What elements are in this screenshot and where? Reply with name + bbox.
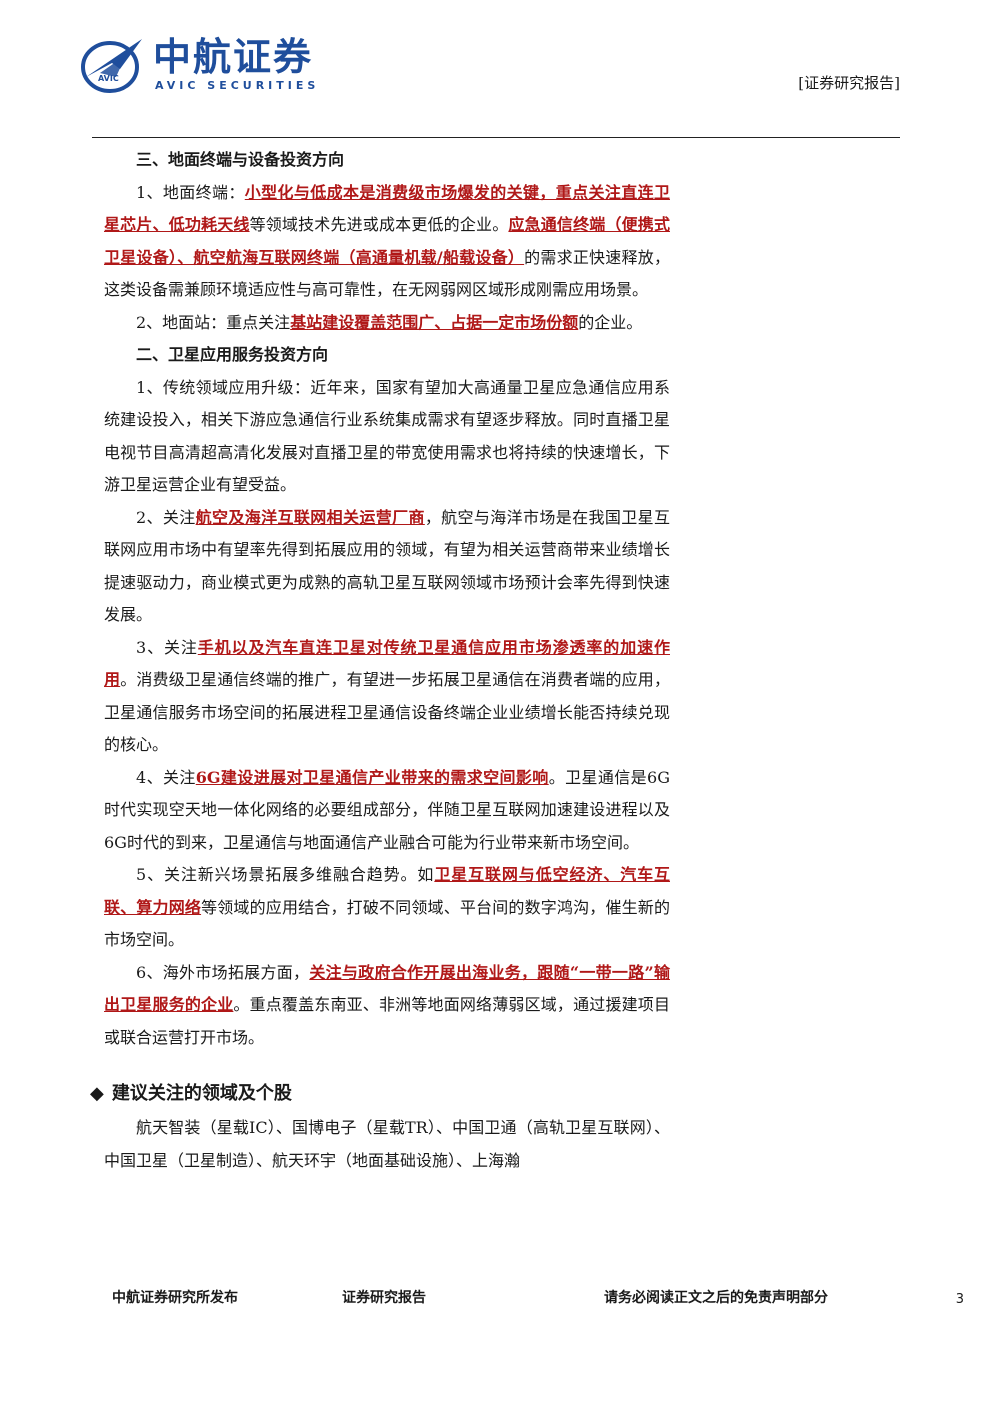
spacer	[104, 1054, 670, 1078]
text-run: 等领域技术先进或成本更低的企业。	[249, 215, 509, 234]
logo-english-text: AVIC SECURITIES	[155, 79, 320, 92]
highlighted-text: 应急通信终端（便携式卫星设备）、航空航海互联网终端（高通量机载/船载设备）	[104, 215, 670, 267]
highlighted-text: 航空及海洋互联网相关运营厂商	[195, 507, 425, 527]
paragraph-direct-to-device: 3、关注手机以及汽车直连卫星对传统卫星通信应用市场渗透率的加速作用。消费级卫星通…	[104, 632, 670, 762]
paragraph-traditional-upgrade: 1、传统领域应用升级：近年来，国家有望加大高通量卫星应急通信应用系统建设投入，相…	[104, 372, 670, 502]
paragraph-ground-terminal: 1、地面终端：小型化与低成本是消费级市场爆发的关键，重点关注直连卫星芯片、低功耗…	[104, 177, 670, 307]
text-run: 。卫星通信是6G时代实现空天地一体化网络的必要组成部分，伴随卫星互联网加速建设进…	[104, 767, 670, 852]
text-run: 4、关注	[136, 767, 196, 787]
highlighted-text: 基站建设覆盖范围广、占据一定市场份额	[290, 312, 579, 332]
paragraph-stock-list: 航天智装（星载IC）、国博电子（星载TR）、中国卫通（高轨卫星互联网）、中国卫星…	[104, 1112, 670, 1177]
text-run: 等领域的应用结合，打破不同领域、平台间的数字鸿沟，催生新的市场空间。	[104, 897, 670, 950]
heading-satellite-services: 二、卫星应用服务投资方向	[136, 345, 329, 364]
highlighted-text: 卫星互联网与低空经济、汽车互联、算力网络	[104, 865, 670, 917]
text-run: 6、海外市场拓展方面，	[136, 962, 310, 982]
heading-ground-terminals: 三、地面终端与设备投资方向	[136, 150, 345, 169]
text-run: 2、关注	[136, 507, 196, 527]
page-number: 3	[955, 1292, 964, 1307]
logo-badge: AVIC	[98, 74, 119, 83]
diamond-bullet-icon: ◆	[90, 1083, 104, 1104]
text-run: 3、关注	[136, 637, 198, 657]
header-divider	[92, 137, 900, 138]
paragraph-new-scenarios: 5、关注新兴场景拓展多维融合趋势。如卫星互联网与低空经济、汽车互联、算力网络等领…	[104, 859, 670, 957]
highlighted-text: 小型化与低成本是消费级市场爆发的关键，重点关注直连卫星芯片、低功耗天线	[104, 182, 670, 235]
section-title-text: 建议关注的领域及个股	[111, 1083, 292, 1104]
paragraph-aviation-maritime: 2、关注航空及海洋互联网相关运营厂商，航空与海洋市场是在我国卫星互联网应用市场中…	[104, 502, 670, 632]
highlighted-text: 6G建设进展对卫星通信产业带来的需求空间影响	[195, 767, 549, 787]
avic-plane-logo-icon: AVIC	[81, 39, 142, 93]
logo-chinese-text: 中航证券	[153, 35, 314, 79]
text-run: 。重点覆盖东南亚、非洲等地面网络薄弱区域，通过援建项目或联合运营打开市场。	[104, 995, 670, 1047]
text-run: 航天智装（星载IC）、国博电子（星载TR）、中国卫通（高轨卫星互联网）、中国卫星…	[104, 1118, 670, 1170]
text-run: ，航空与海洋市场是在我国卫星互联网应用市场中有望率先得到拓展应用的领域，有望为相…	[104, 507, 670, 625]
text-run: 的企业。	[578, 312, 643, 332]
company-logo: AVIC 中航证券 AVIC SECURITIES	[80, 33, 340, 95]
text-run: 的需求正快速释放，这类设备需兼顾环境适应性与高可靠性，在无网弱网区域形成刚需应用…	[104, 247, 670, 300]
report-body: 三、地面终端与设备投资方向 1、地面终端：小型化与低成本是消费级市场爆发的关键，…	[90, 144, 670, 1177]
footer-publisher: 中航证券研究所发布	[112, 1290, 238, 1306]
highlighted-text: 手机以及汽车直连卫星对传统卫星通信应用市场渗透率的加速作用	[104, 637, 670, 690]
paragraph-6g: 4、关注6G建设进展对卫星通信产业带来的需求空间影响。卫星通信是6G时代实现空天…	[104, 762, 670, 860]
text-run: 1、地面终端：	[136, 182, 245, 202]
report-type-tag: [证券研究报告]	[798, 74, 900, 92]
footer-disclaimer: 请务必阅读正文之后的免责声明部分	[604, 1290, 828, 1306]
text-run: 1、传统领域应用升级：近年来，国家有望加大高通量卫星应急通信应用系统建设投入，相…	[104, 377, 670, 495]
footer-report-type: 证券研究报告	[342, 1290, 426, 1306]
text-run: 。消费级卫星通信终端的推广，有望进一步拓展卫星通信在消费者端的应用，卫星通信服务…	[104, 670, 670, 754]
section-title-recommendations: ◆ 建议关注的领域及个股	[90, 1078, 670, 1110]
text-run: 2、地面站：重点关注	[136, 312, 291, 332]
highlighted-text: 关注与政府合作开展出海业务，跟随“一带一路”输出卫星服务的企业	[104, 962, 670, 1015]
paragraph-ground-station: 2、地面站：重点关注基站建设覆盖范围广、占据一定市场份额的企业。	[104, 307, 670, 340]
paragraph-overseas: 6、海外市场拓展方面，关注与政府合作开展出海业务，跟随“一带一路”输出卫星服务的…	[104, 957, 670, 1055]
text-run: 5、关注新兴场景拓展多维融合趋势。如	[136, 865, 435, 884]
